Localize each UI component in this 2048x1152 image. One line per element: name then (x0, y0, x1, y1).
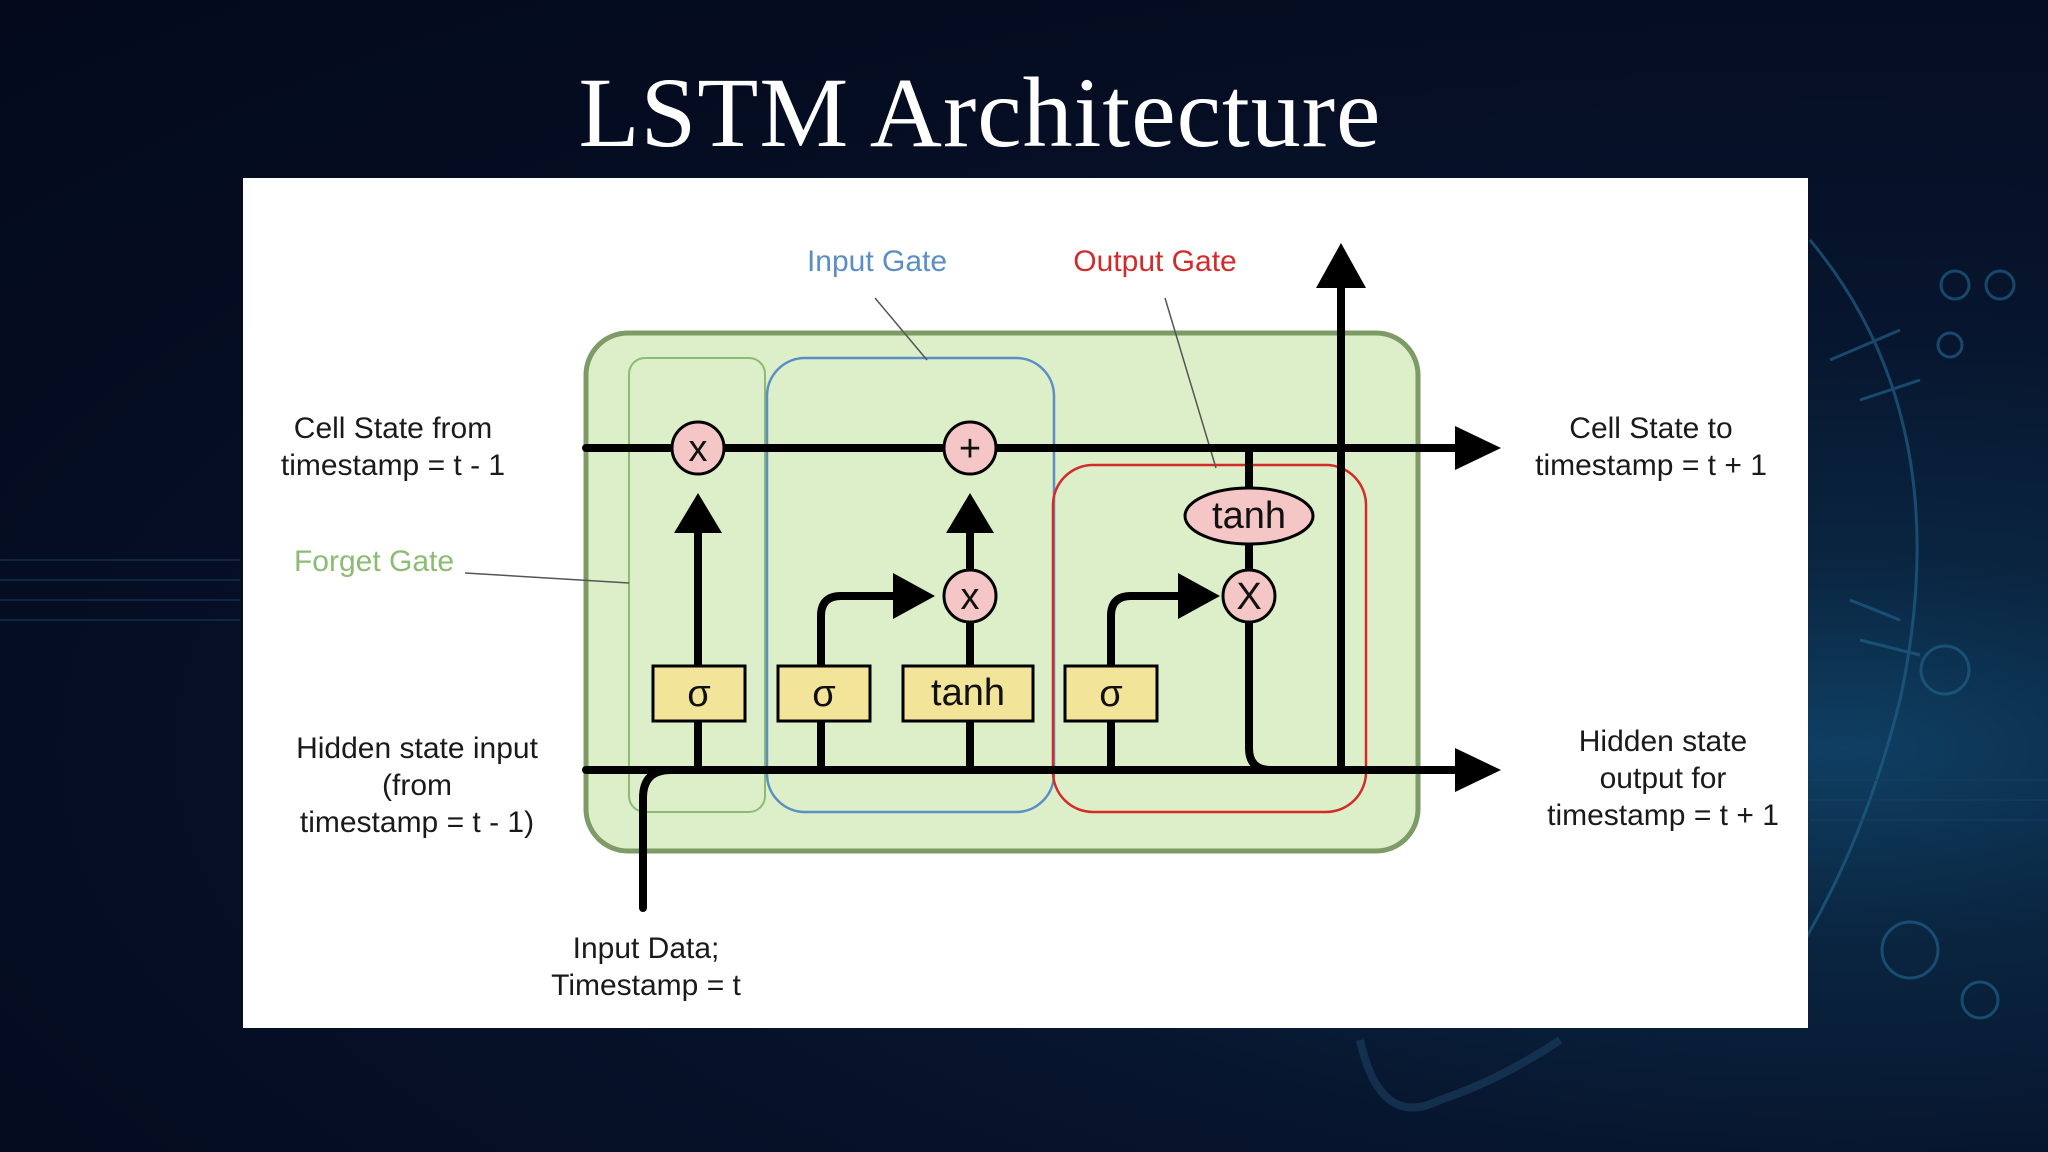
input-sigmoid-box: σ (776, 664, 872, 723)
output-multiply-symbol: X (1236, 576, 1261, 618)
output-sigma-curve (1107, 592, 1189, 774)
hidden-out-label-line3: timestamp = t + 1 (1547, 799, 1779, 832)
hidden-state-arrow (1455, 748, 1501, 792)
forget-gate-pointer (464, 572, 630, 584)
add-symbol: + (959, 428, 981, 470)
input-data-label-line1: Input Data; (573, 932, 720, 965)
forget-gate-region (628, 357, 766, 813)
input-multiply-symbol: x (961, 576, 980, 618)
output-mult-down-line (1245, 614, 1275, 774)
forget-gate-label: Forget Gate (294, 545, 454, 578)
hidden-in-label-line3: timestamp = t - 1) (300, 806, 534, 839)
input-data-label-line2: Timestamp = t (551, 969, 741, 1002)
input-add-op: + (942, 420, 998, 476)
output-up-arrow (1316, 243, 1366, 288)
output-sigmoid-box: σ (1063, 664, 1159, 723)
hidden-out-label-line1: Hidden state (1579, 725, 1747, 758)
cell-state-out-label-line1: Cell State to (1569, 412, 1732, 445)
input-sigma-curve (817, 592, 907, 774)
hidden-in-label-line1: Hidden state input (296, 732, 538, 765)
input-tanh-box: tanh (901, 664, 1035, 723)
forget-sigmoid-label: σ (687, 673, 710, 715)
cell-state-out-label-line2: timestamp = t + 1 (1535, 449, 1767, 482)
output-gate-region (1051, 463, 1368, 814)
cell-state-in-label-line2: timestamp = t - 1 (281, 449, 505, 482)
input-data-line (639, 766, 675, 912)
cell-state-arrow (1455, 426, 1501, 470)
output-right-arrow (1178, 573, 1220, 619)
lstm-diagram-panel: x + x X tanh σ σ tanh (243, 178, 1808, 1028)
hidden-out-label-line2: output for (1600, 762, 1727, 795)
input-multiply-op: x (942, 568, 998, 624)
input-tanh-label: tanh (931, 672, 1005, 714)
forget-up-arrow (674, 493, 722, 533)
input-sigmoid-label: σ (812, 673, 835, 715)
output-gate-label: Output Gate (1073, 245, 1236, 278)
input-gate-pointer (874, 297, 928, 361)
forget-sigmoid-box: σ (651, 664, 747, 723)
input-gate-label: Input Gate (807, 245, 947, 278)
lstm-diagram: x + x X tanh σ σ tanh (281, 243, 1779, 1002)
output-multiply-op: X (1221, 568, 1277, 624)
output-gate-pointer (1164, 297, 1217, 469)
forget-multiply-op: x (670, 420, 726, 476)
forget-multiply-symbol: x (689, 428, 708, 470)
output-sigmoid-label: σ (1099, 673, 1122, 715)
cell-state-in-label-line1: Cell State from (294, 412, 492, 445)
output-tanh-op: tanh (1183, 486, 1315, 546)
input-right-arrow (893, 573, 935, 619)
hidden-in-label-line2: (from (382, 769, 452, 802)
output-tanh-label: tanh (1212, 495, 1286, 537)
input-up-arrow (946, 493, 994, 533)
slide-title: LSTM Architecture (578, 57, 1382, 168)
